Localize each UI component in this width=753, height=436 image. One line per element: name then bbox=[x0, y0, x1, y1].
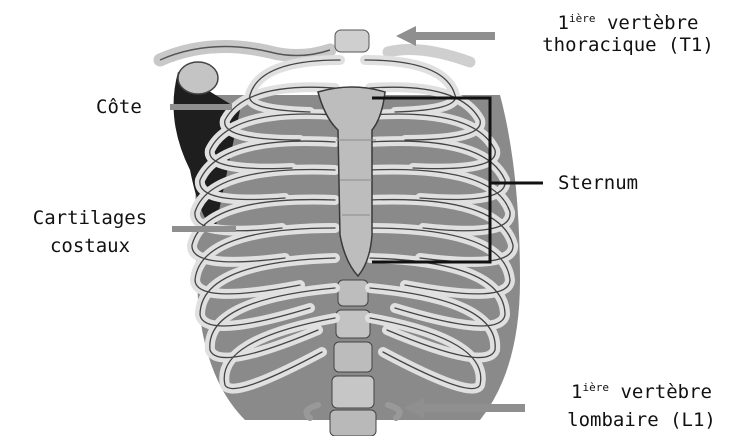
l1-label: 1ière vertèbre lombaire (L1) bbox=[530, 378, 753, 434]
l1-label-superscript: ière bbox=[583, 381, 610, 394]
cartilage-label-line1: Cartilages bbox=[33, 207, 147, 229]
cartilage-label-line2: costaux bbox=[50, 235, 130, 257]
cartilage-label: Cartilages costaux bbox=[4, 204, 176, 260]
sternum-label: Sternum bbox=[558, 172, 638, 194]
t1-label-superscript: ière bbox=[569, 12, 596, 25]
t1-arrow bbox=[396, 26, 495, 46]
l1-label-line2: lombaire (L1) bbox=[567, 409, 716, 431]
l1-label-number: 1 bbox=[571, 381, 582, 403]
rib-label: Côte bbox=[96, 96, 142, 118]
t1-label: 1ière vertèbre thoracique (T1) bbox=[503, 12, 753, 56]
t1-label-line2: thoracique (T1) bbox=[542, 34, 714, 56]
l1-label-word: vertèbre bbox=[609, 381, 712, 403]
cartilage-arrow bbox=[172, 226, 236, 232]
shoulder-head bbox=[178, 62, 218, 94]
t1-label-word: vertèbre bbox=[596, 12, 699, 34]
t1-label-number: 1 bbox=[558, 12, 569, 34]
cote-arrow bbox=[170, 104, 232, 110]
